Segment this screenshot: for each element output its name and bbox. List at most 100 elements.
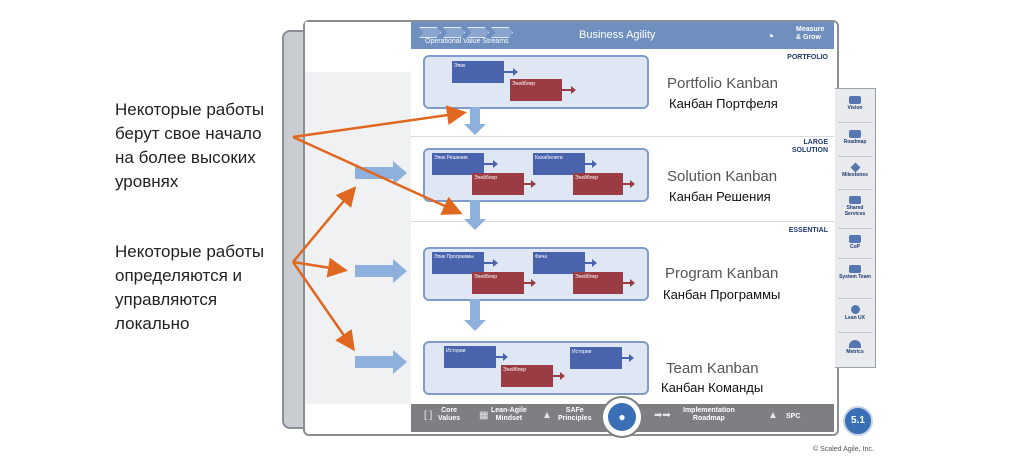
business-agility-title: Business Agility bbox=[579, 29, 656, 41]
sticky-arrow bbox=[622, 354, 634, 362]
gear-person-icon bbox=[849, 265, 861, 273]
sticky-stories: Истории bbox=[570, 347, 622, 369]
palette-divider bbox=[838, 228, 872, 229]
streams-label: Operational Value Streams bbox=[425, 38, 509, 45]
value-streams-chevrons bbox=[419, 25, 515, 43]
palette-divider bbox=[838, 122, 872, 123]
sticky-arrow bbox=[484, 160, 498, 168]
divider bbox=[411, 221, 834, 222]
bottom-item-line: SAFe bbox=[565, 407, 584, 414]
annotation-arrow bbox=[292, 257, 348, 278]
palette-label: Lean UX bbox=[844, 315, 865, 321]
sticky-epic: Эпик bbox=[452, 61, 504, 83]
flow-arrow-right bbox=[355, 350, 407, 374]
sticky-enabler: Энейблер bbox=[510, 79, 562, 101]
palette-divider bbox=[838, 332, 872, 333]
sticky-arrow bbox=[623, 279, 635, 287]
program-kanban-title-ru: Канбан Программы bbox=[663, 287, 781, 302]
annotation-arrow bbox=[292, 186, 357, 263]
sticky-arrow bbox=[585, 160, 597, 168]
caption-local: Некоторые работы определяются и управляю… bbox=[115, 240, 315, 336]
level-label-line: SOLUTION bbox=[791, 147, 828, 154]
sticky-arrow bbox=[504, 68, 518, 76]
sticky-enabler: Энейблер bbox=[472, 272, 524, 294]
palette-divider bbox=[838, 189, 872, 190]
flow-arrow-down bbox=[464, 200, 486, 230]
caption-line: управляются bbox=[115, 290, 218, 309]
sticky-enabler: Энейблер bbox=[573, 173, 623, 195]
version-badge: 5.1 bbox=[843, 406, 873, 436]
portfolio-kanban-title: Portfolio Kanban bbox=[667, 75, 778, 92]
people-icon bbox=[849, 196, 861, 204]
sticky-arrow bbox=[562, 86, 576, 94]
caption-line: Некоторые работы bbox=[115, 242, 265, 261]
sticky-arrow bbox=[524, 180, 536, 188]
copyright-text: © Scaled Agile, Inc. bbox=[813, 446, 874, 453]
portfolio-kanban-title-ru: Канбан Портфеля bbox=[669, 96, 778, 111]
palette-item-vision[interactable]: Vision bbox=[837, 96, 873, 111]
bottom-item-line: Principles bbox=[558, 415, 592, 422]
sticky-feature: Фича bbox=[533, 252, 585, 274]
bottom-item-mindset[interactable]: Lean-Agile Mindset bbox=[491, 407, 527, 423]
program-kanban-title: Program Kanban bbox=[665, 265, 779, 282]
bottom-item-spc[interactable]: SPC bbox=[786, 413, 801, 420]
palette-label: CoP bbox=[850, 244, 860, 250]
caption-line: уровнях bbox=[115, 172, 179, 191]
community-icon bbox=[849, 235, 861, 243]
level-label-portfolio: PORTFOLIO bbox=[787, 54, 828, 61]
caption-line: локально bbox=[115, 314, 190, 333]
sticky-arrow bbox=[496, 353, 508, 361]
palette-item-metrics[interactable]: Metrics bbox=[837, 340, 873, 355]
annotation-arrow bbox=[292, 135, 463, 215]
solution-kanban-title-ru: Канбан Решения bbox=[669, 189, 771, 204]
caption-line: Некоторые работы bbox=[115, 100, 265, 119]
sticky-enabler: Энейблер bbox=[472, 173, 524, 195]
caption-higher-levels: Некоторые работы берут свое начало на бо… bbox=[115, 98, 315, 194]
palette-divider bbox=[838, 258, 872, 259]
palette-item-roadmap[interactable]: Roadmap bbox=[837, 130, 873, 145]
palette-item-shared-services[interactable]: Shared Services bbox=[837, 196, 873, 217]
sticky-enabler: Энейблер bbox=[501, 365, 553, 387]
safe-badge[interactable]: ● bbox=[601, 396, 643, 438]
cycle-icon bbox=[850, 305, 860, 314]
annotation-arrow bbox=[292, 105, 467, 139]
palette-label: Metrics bbox=[846, 349, 864, 355]
level-label-essential: ESSENTIAL bbox=[788, 227, 828, 234]
sticky-arrow bbox=[623, 180, 635, 188]
roadmap-arrow-icon: ➡➡ bbox=[654, 410, 671, 421]
flow-arrow-down bbox=[464, 107, 486, 135]
palette-item-system-team[interactable]: System Team bbox=[837, 265, 873, 280]
bottom-item-principles[interactable]: SAFe Principles bbox=[558, 407, 591, 423]
palette-label: Vision bbox=[847, 105, 863, 111]
sticky-arrow bbox=[484, 259, 498, 267]
map-icon bbox=[849, 130, 861, 138]
bottom-item-line: Mindset bbox=[495, 415, 523, 422]
bottom-item-line: Core bbox=[441, 407, 458, 414]
bottom-item-line: Lean-Agile bbox=[491, 407, 527, 414]
palette-label: Roadmap bbox=[843, 139, 867, 145]
level-label-line: LARGE bbox=[803, 139, 829, 146]
bottom-item-line: Implementation bbox=[683, 407, 735, 414]
bottom-item-implementation-roadmap[interactable]: Implementation Roadmap bbox=[683, 407, 735, 423]
principles-icon: ▲ bbox=[542, 410, 552, 421]
bottom-item-core-values[interactable]: Core Values bbox=[438, 407, 460, 423]
divider bbox=[411, 136, 834, 137]
caption-line: определяются и bbox=[115, 266, 243, 285]
left-white-area bbox=[305, 22, 411, 72]
palette-divider bbox=[838, 298, 872, 299]
sticky-capability: Капабилити bbox=[533, 153, 585, 175]
measure-grow-label: Measure & Grow bbox=[796, 26, 824, 42]
palette-label: System Team bbox=[839, 274, 871, 280]
sticky-arrow bbox=[585, 259, 597, 267]
sticky-solution-epic: Эпик Решения bbox=[432, 153, 484, 175]
sticky-arrow bbox=[524, 279, 536, 287]
sticky-program-epic: Эпик Программы bbox=[432, 252, 484, 274]
top-bar: Operational Value Streams Business Agili… bbox=[411, 22, 834, 49]
level-label-large-solution: LARGE SOLUTION bbox=[780, 139, 828, 155]
palette-item-cop[interactable]: CoP bbox=[837, 235, 873, 250]
palette-item-milestones[interactable]: Milestones bbox=[837, 162, 873, 178]
palette-item-lean-ux[interactable]: Lean UX bbox=[837, 305, 873, 321]
annotation-arrow bbox=[291, 261, 355, 352]
spc-icon: ▲ bbox=[768, 410, 778, 421]
